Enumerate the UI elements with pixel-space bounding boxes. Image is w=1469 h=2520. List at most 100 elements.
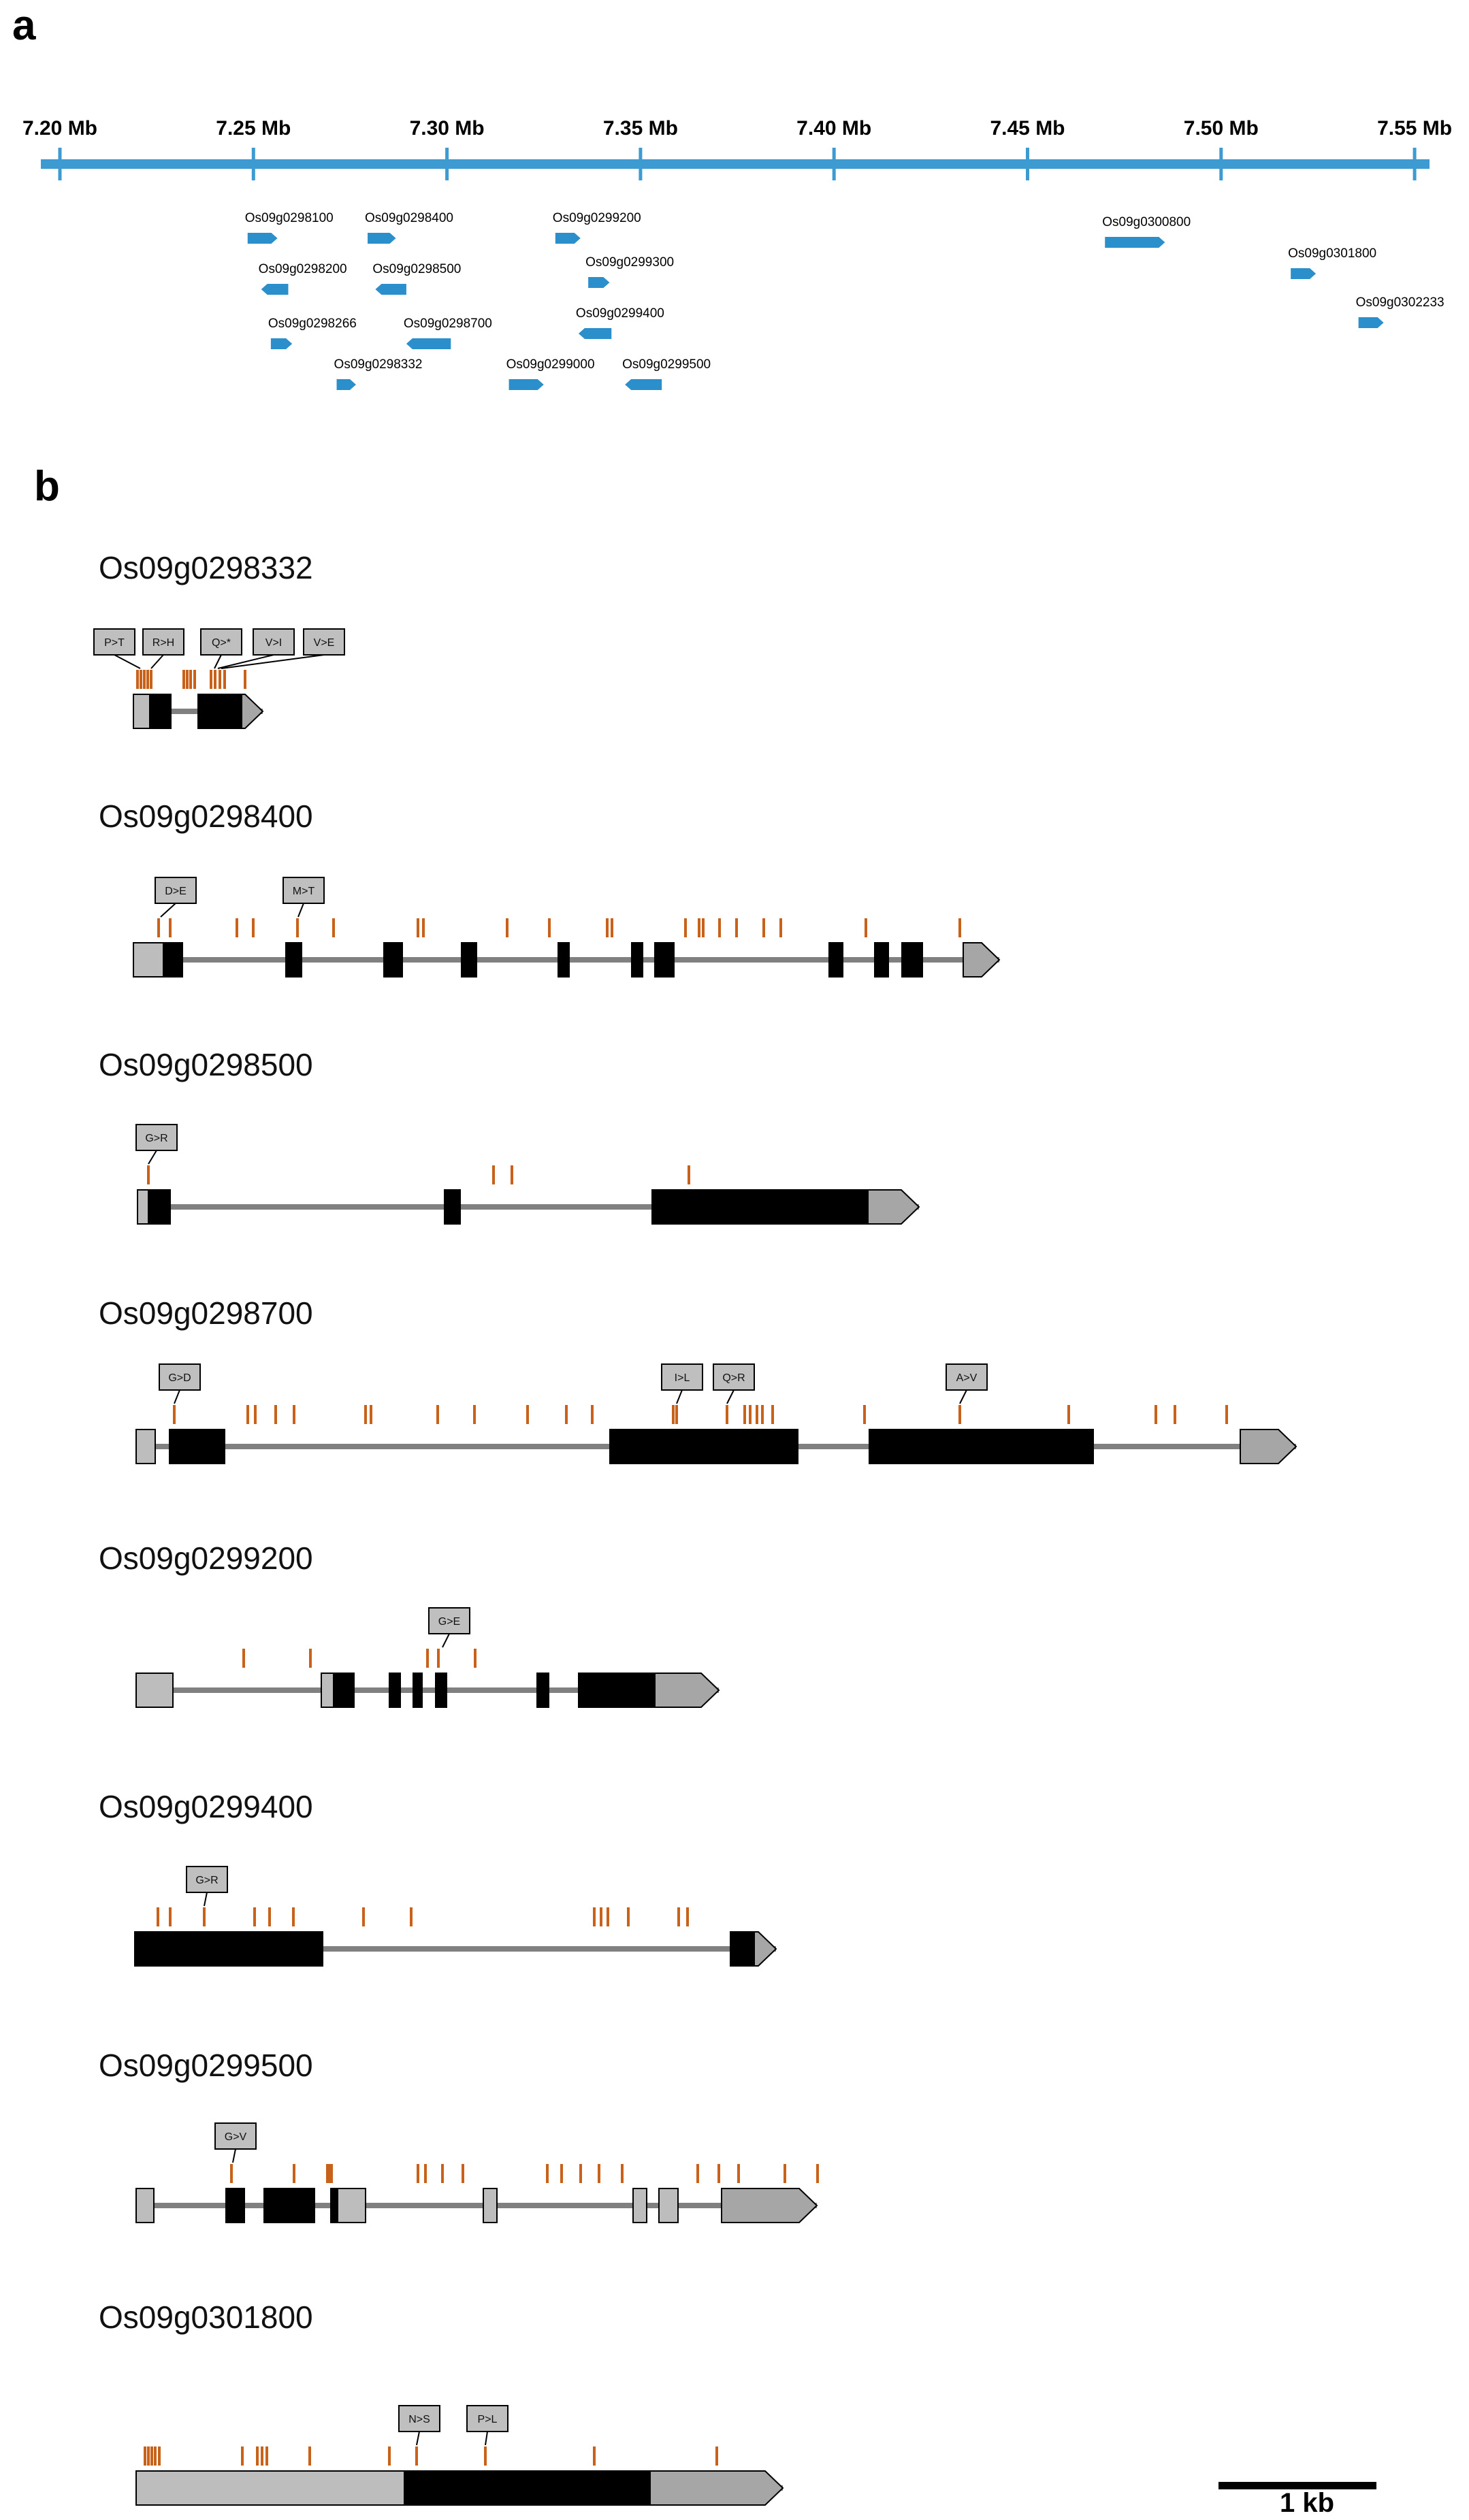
mutation-callout <box>93 628 135 656</box>
panel-b-label: b <box>34 463 60 510</box>
utr3-exon <box>721 2188 818 2223</box>
cds-exon <box>197 694 242 729</box>
snp-mark <box>865 918 867 937</box>
snp-mark <box>600 1907 602 1926</box>
mutation-label: D>E <box>165 886 187 897</box>
snp-mark <box>143 670 146 689</box>
cds-exon <box>134 1931 323 1967</box>
cds-exon <box>169 1429 225 1464</box>
scale-bar: 1 kb <box>1218 2482 1376 2518</box>
snp-mark <box>675 1405 678 1424</box>
utr3-exon <box>963 942 1001 978</box>
mutation-callout <box>713 1363 755 1391</box>
callout-pointer <box>150 654 164 669</box>
snp-mark <box>424 2164 427 2183</box>
callout-pointer <box>174 1389 180 1404</box>
gene-arrow <box>406 338 451 349</box>
mutation-label: G>R <box>195 1875 218 1886</box>
utr-exon <box>321 1673 334 1708</box>
snp-mark <box>560 2164 563 2183</box>
snp-mark <box>462 2164 464 2183</box>
snp-mark <box>735 918 738 937</box>
mutation-label: A>V <box>956 1372 978 1384</box>
snp-mark <box>958 918 961 937</box>
utr3-exon <box>867 1189 920 1225</box>
mutation-label: G>R <box>145 1133 167 1144</box>
gene-arrow <box>247 233 278 244</box>
gene-arrow <box>588 277 610 288</box>
snp-mark <box>621 2164 624 2183</box>
gene-label: Os09g0298266 <box>268 317 357 331</box>
mutation-callout <box>946 1363 988 1391</box>
snp-mark <box>715 2446 718 2466</box>
snp-mark <box>1067 1405 1070 1424</box>
snp-mark <box>252 918 255 937</box>
cds-exon <box>225 2188 245 2223</box>
mutation-callout <box>398 2405 440 2432</box>
gene-arrow <box>270 338 293 349</box>
callout-pointer <box>297 903 304 918</box>
snp-mark <box>293 1405 295 1424</box>
snp-mark <box>214 670 216 689</box>
utr3-exon <box>649 2470 784 2506</box>
gene-title: Os09g0299200 <box>99 1540 313 1576</box>
mutation-label: N>S <box>408 2414 430 2425</box>
snp-mark <box>816 2164 819 2183</box>
snp-mark <box>441 2164 444 2183</box>
mutation-callout <box>186 1866 228 1893</box>
snp-mark <box>1225 1405 1228 1424</box>
snp-mark <box>189 670 192 689</box>
snp-mark <box>761 1405 764 1424</box>
axis-tick <box>1026 148 1029 180</box>
snp-mark <box>598 2164 600 2183</box>
gene-arrow <box>368 233 396 244</box>
snp-mark <box>241 2446 244 2466</box>
gene-arrow <box>625 379 662 390</box>
snp-mark <box>417 918 419 937</box>
snp-mark <box>565 1405 568 1424</box>
snp-mark <box>784 2164 786 2183</box>
utr3-exon <box>1240 1429 1297 1464</box>
snp-mark <box>473 1405 476 1424</box>
snp-mark <box>684 918 687 937</box>
gene-title: Os09g0299500 <box>99 2048 313 2083</box>
mutation-label: Q>* <box>212 637 231 649</box>
snp-mark <box>426 1649 429 1668</box>
snp-mark <box>173 1405 176 1424</box>
snp-mark <box>268 1907 271 1926</box>
gene-title: Os09g0301800 <box>99 2299 313 2335</box>
mutation-label: V>I <box>265 637 282 649</box>
utr-exon <box>135 1673 174 1708</box>
gene-arrow <box>1105 237 1165 248</box>
snp-mark <box>546 2164 549 2183</box>
callout-pointer <box>204 1892 208 1907</box>
cds-exon <box>578 1673 656 1708</box>
axis-tick <box>832 148 836 180</box>
callout-pointer <box>485 2431 488 2446</box>
snp-mark <box>169 1907 172 1926</box>
gene-label: Os09g0299200 <box>553 211 641 225</box>
gene-label: Os09g0298332 <box>334 357 423 372</box>
snp-mark <box>157 918 160 937</box>
callout-pointer <box>221 654 325 669</box>
snp-mark <box>756 1405 758 1424</box>
mutation-label: V>E <box>314 637 335 649</box>
cds-exon <box>828 942 843 978</box>
cds-exon <box>389 1673 401 1708</box>
snp-mark <box>147 1165 150 1184</box>
snp-mark <box>688 1165 690 1184</box>
cds-exon <box>874 942 889 978</box>
cds-exon <box>285 942 302 978</box>
snp-mark <box>219 670 221 689</box>
snp-mark <box>150 2446 153 2466</box>
gene-label: Os09g0298700 <box>404 317 492 331</box>
snp-mark <box>726 1405 728 1424</box>
gene-label: Os09g0299000 <box>506 357 595 372</box>
cds-exon <box>149 694 172 729</box>
intron-line <box>138 1204 919 1210</box>
snp-mark <box>743 1405 746 1424</box>
utr-exon <box>632 2188 647 2223</box>
